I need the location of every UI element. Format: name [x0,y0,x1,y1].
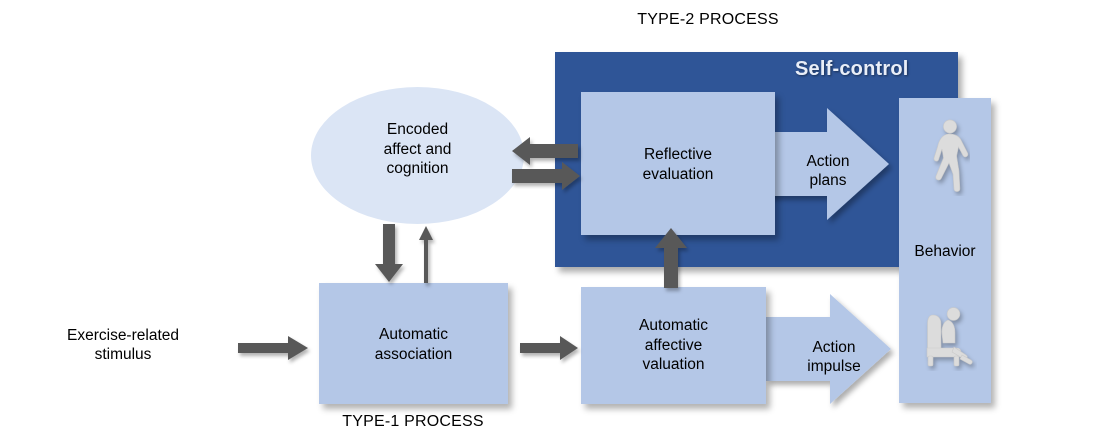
action-plans-label: Action plans [806,153,850,189]
reflective-evaluation-label: Reflective evaluation [642,146,714,183]
sitting-person-icon [926,307,973,367]
type-1-process-label: TYPE-1 PROCESS [342,413,484,430]
type-2-process-label: TYPE-2 PROCESS [637,11,779,28]
walking-person-icon [933,119,969,192]
automatic-association-box: Automatic association [319,283,508,404]
arrow-encoded-to-association [375,224,403,282]
arrow-association-to-affective [520,336,578,360]
behavior-label: Behavior [914,243,976,260]
self-control-title: Self-control [795,58,909,80]
action-impulse-label: Action impulse [807,339,861,375]
automatic-affective-valuation-label: Automatic affective valuation [639,317,708,373]
automatic-association-label: Automatic association [374,326,453,363]
arrow-stimulus-to-association [238,336,308,360]
encoded-affect-cognition-ellipse: Encoded affect and cognition [311,87,524,224]
automatic-affective-valuation-box: Automatic affective valuation [581,287,766,404]
encoded-affect-cognition-label: Encoded affect and cognition [383,121,452,177]
exercise-related-stimulus-label: Exercise-related stimulus [67,327,179,363]
arrow-association-to-encoded [419,226,433,283]
reflective-evaluation-box: Reflective evaluation [581,92,775,235]
